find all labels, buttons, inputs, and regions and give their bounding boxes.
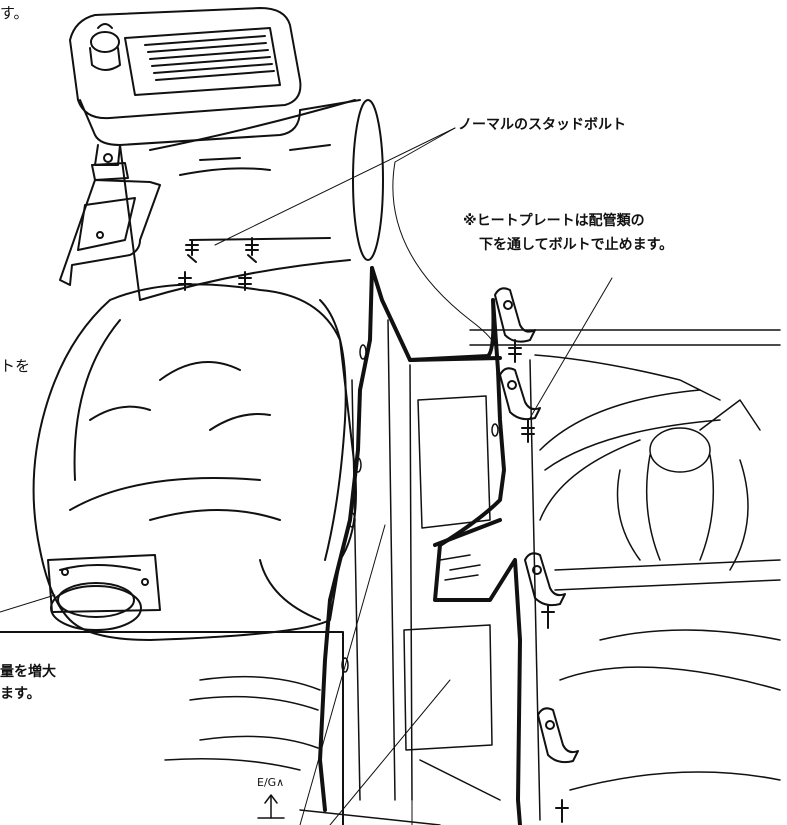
up-arrow-icon bbox=[257, 794, 285, 819]
leader-lines bbox=[0, 127, 613, 825]
top-left-fragment: す。 bbox=[0, 4, 29, 22]
box-text-line1: 量を増大 bbox=[0, 664, 56, 680]
engine-direction-label: E/G∧ bbox=[257, 776, 285, 789]
heat-plate-note-line1: ※ヒートプレートは配管類の bbox=[463, 213, 645, 229]
lower-contours bbox=[164, 675, 501, 825]
air-filter-box bbox=[32, 283, 357, 641]
air-box-body bbox=[119, 99, 384, 301]
engine-bay-pipes bbox=[469, 329, 781, 821]
reservoir-tank bbox=[69, 7, 302, 146]
left-fragment: トを bbox=[0, 357, 31, 375]
heat-plate bbox=[318, 266, 522, 825]
heat-plate-note-line2: 下を通してボルトで止めます。 bbox=[479, 237, 674, 253]
stud-bolts bbox=[178, 237, 569, 823]
mounting-brackets bbox=[494, 287, 579, 764]
gasket-plate bbox=[59, 144, 161, 286]
note-box bbox=[0, 631, 344, 825]
heat-plate-panels bbox=[341, 319, 499, 801]
stud-bolt-label: ノーマルのスタッドボルト bbox=[458, 117, 626, 133]
box-text-line2: ます。 bbox=[0, 686, 41, 702]
